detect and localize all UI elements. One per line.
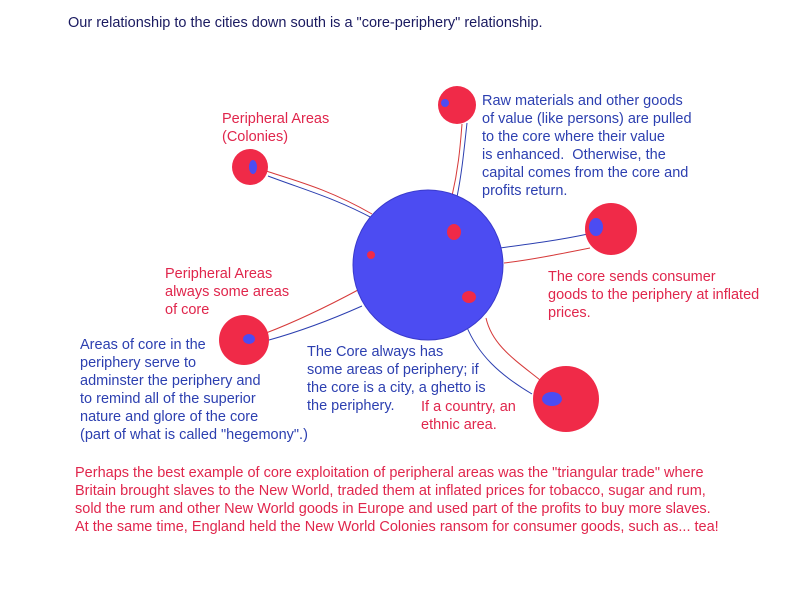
label-core-sends-goods: The core sends consumer goods to the per… bbox=[548, 269, 760, 321]
link-core-to-top-periphery bbox=[451, 122, 468, 198]
core-spot-in-periphery bbox=[542, 392, 562, 406]
label-areas-of-core: Areas of core in the periphery serve to … bbox=[80, 337, 308, 443]
link-blue-left bbox=[268, 305, 363, 341]
link-red-colonies bbox=[265, 170, 373, 215]
link-blue-colonies bbox=[267, 175, 375, 220]
link-red-top bbox=[451, 123, 463, 197]
core-spot-in-periphery bbox=[589, 218, 603, 236]
label-peripheral-colonies: Peripheral Areas (Colonies) bbox=[222, 111, 330, 145]
label-core-always-periphery: The Core always has some areas of periph… bbox=[307, 344, 486, 414]
periphery-circle-top bbox=[438, 86, 476, 124]
periphery-circle-bottom bbox=[533, 366, 599, 432]
label-peripheral-always-core: Peripheral Areas always some areas of co… bbox=[165, 266, 290, 318]
link-core-to-bottom-periphery bbox=[465, 317, 541, 395]
label-triangular-trade: Perhaps the best example of core exploit… bbox=[75, 465, 719, 535]
link-core-to-left-periphery bbox=[265, 289, 363, 341]
link-blue-top bbox=[456, 122, 468, 198]
core-periphery-spot bbox=[367, 251, 375, 259]
label-raw-materials: Raw materials and other goods of value (… bbox=[482, 93, 692, 199]
link-blue-right bbox=[499, 233, 589, 249]
link-red-left bbox=[265, 289, 359, 334]
link-red-right bbox=[503, 247, 591, 264]
core-spot-in-periphery bbox=[249, 160, 257, 174]
core-spot-in-periphery bbox=[243, 334, 255, 344]
core-spot-in-periphery bbox=[441, 99, 449, 107]
label-if-country: If a country, an ethnic area. bbox=[421, 399, 516, 433]
periphery-circle-right bbox=[585, 203, 637, 255]
link-core-to-colonies bbox=[265, 170, 375, 220]
link-blue-bottom bbox=[465, 324, 533, 395]
core-periphery-spot bbox=[447, 224, 461, 240]
core-periphery-spot bbox=[462, 291, 476, 303]
core-circle bbox=[352, 189, 504, 341]
link-core-to-right-periphery bbox=[499, 233, 591, 264]
link-red-bottom bbox=[485, 317, 541, 381]
page-title: Our relationship to the cities down sout… bbox=[68, 15, 543, 31]
